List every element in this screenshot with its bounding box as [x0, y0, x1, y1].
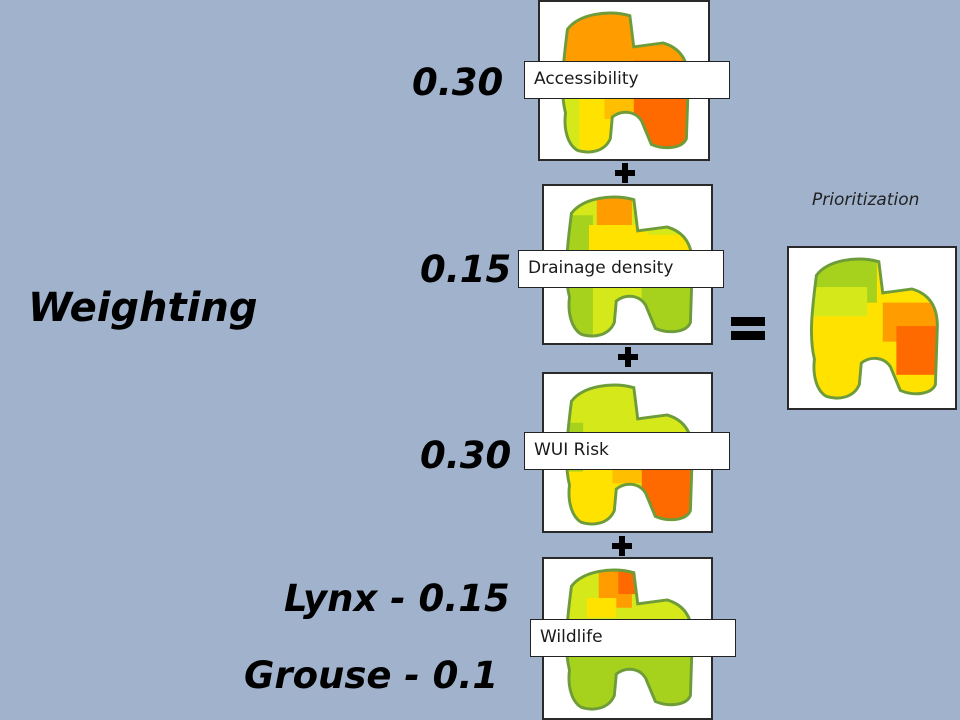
weight-wui-risk: 0.30: [420, 434, 512, 477]
plus-icon: [615, 163, 635, 183]
weight-lynx: Lynx - 0.15: [284, 577, 510, 620]
wui-risk-label: WUI Risk: [524, 432, 730, 470]
wildlife-label: Wildlife: [530, 619, 736, 657]
weighting-heading: Weighting: [28, 285, 258, 331]
weight-grouse: Grouse - 0.1: [244, 654, 499, 697]
equals-icon: [731, 317, 765, 340]
plus-icon: [612, 536, 632, 556]
weight-drainage-density: 0.15: [420, 248, 512, 291]
weight-accessibility: 0.30: [412, 61, 504, 104]
prioritization-map: [810, 257, 939, 400]
accessibility-label: Accessibility: [524, 61, 730, 99]
drainage-density-label: Drainage density: [518, 250, 724, 288]
prioritization-map-card: [787, 246, 957, 410]
prioritization-caption: Prioritization: [812, 190, 920, 210]
plus-icon: [618, 347, 638, 367]
